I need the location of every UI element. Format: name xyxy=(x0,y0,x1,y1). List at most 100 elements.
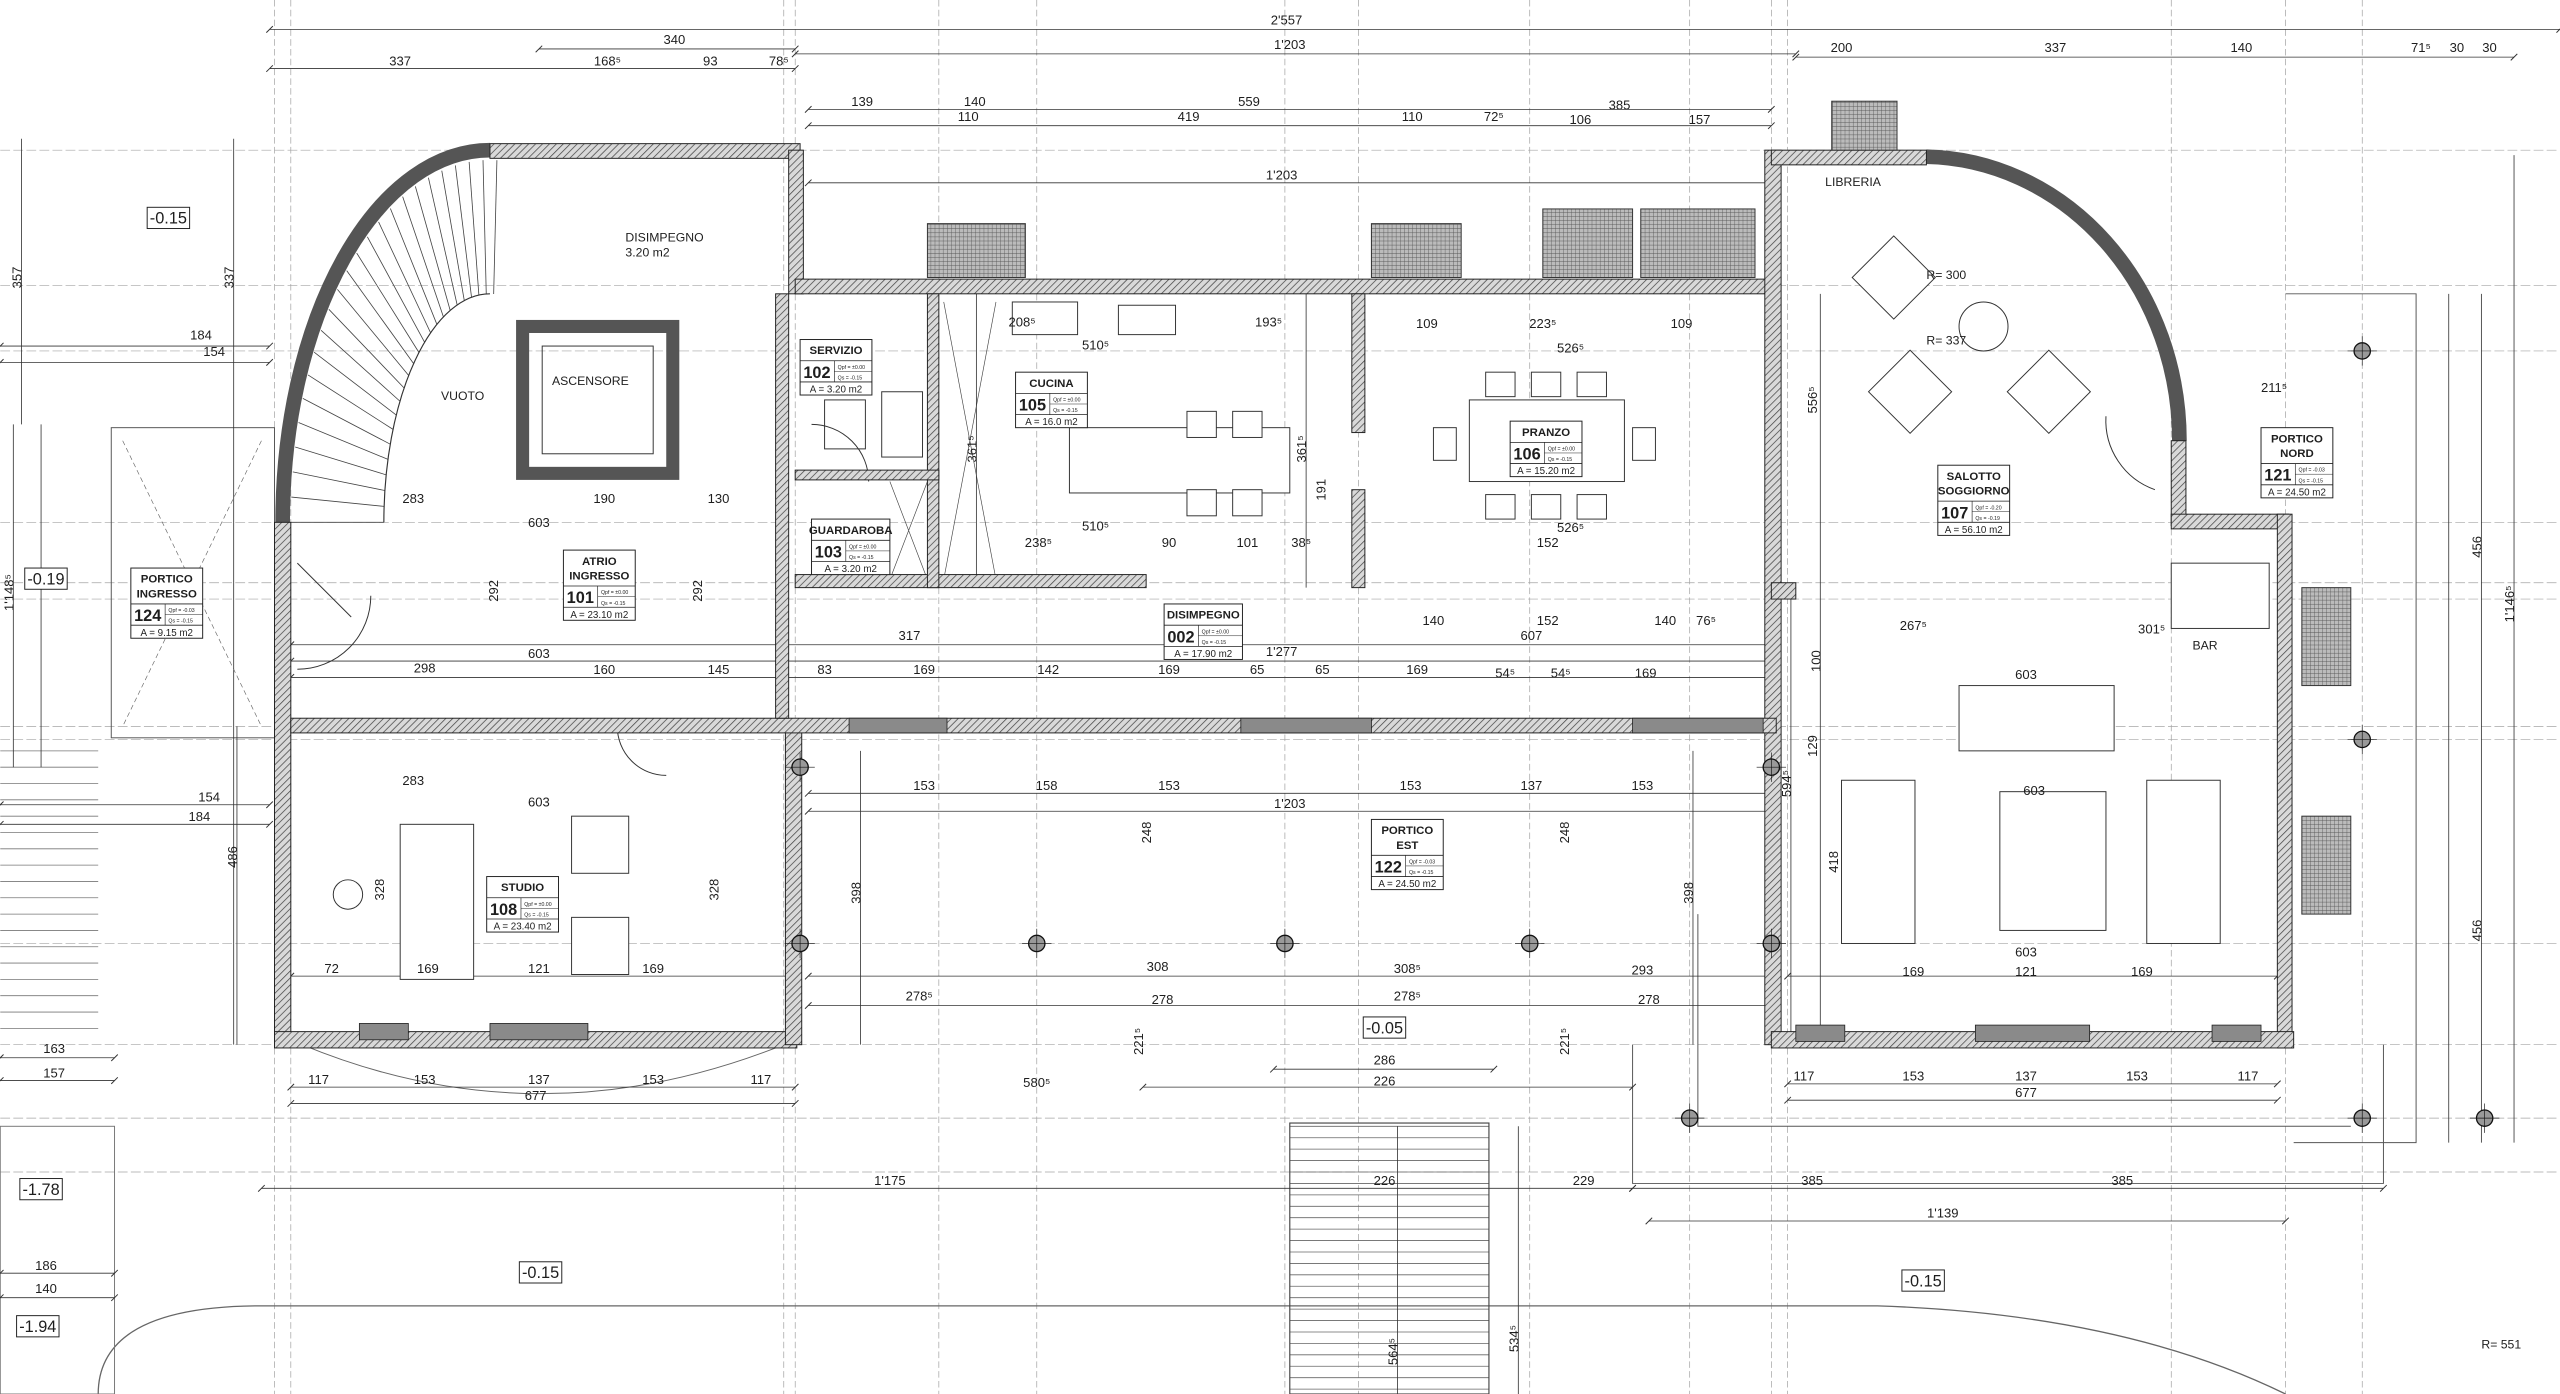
dining-chair xyxy=(1530,494,1562,520)
dimension-value: 221⁵ xyxy=(1557,1028,1572,1055)
column-icon xyxy=(1022,928,1052,959)
level-marker: -0.19 xyxy=(24,567,68,590)
pantry-cross xyxy=(889,301,997,580)
dimension-value: 293 xyxy=(1631,962,1653,977)
dimension-value: 106 xyxy=(1569,112,1591,127)
dimension-value: 109 xyxy=(1671,316,1693,331)
dimension-tick xyxy=(2379,1184,2388,1192)
dimension-value: 278⁵ xyxy=(906,989,933,1004)
dimension-value: 398 xyxy=(1681,882,1696,904)
room-number: 124 xyxy=(134,607,161,625)
dining-chair xyxy=(1485,371,1516,398)
room-name: SOGGIORNO xyxy=(1938,486,2010,498)
dimension-value: 158 xyxy=(1036,778,1058,793)
window-opening xyxy=(358,1023,409,1041)
dimension-value: 130 xyxy=(708,491,730,506)
dimension-value: 140 xyxy=(964,94,986,109)
dimension-tick xyxy=(0,1054,4,1059)
room-floor-level: Qpf = ±0.00 xyxy=(1053,398,1080,404)
dimension-tick xyxy=(2273,1096,2281,1104)
elevator-label: ASCENSORE xyxy=(552,374,629,388)
room-area: A = 56.10 m2 xyxy=(1945,525,2003,536)
bar-counter xyxy=(2170,562,2270,629)
dimension-tick xyxy=(1792,53,1800,61)
dimension-tick xyxy=(110,1269,119,1277)
dining-chair xyxy=(1485,494,1516,520)
stair-tread xyxy=(291,496,385,507)
dimension-value: 456 xyxy=(2469,536,2484,558)
dimension-value: 152 xyxy=(1537,535,1559,550)
dimension-value: 1'175 xyxy=(874,1173,906,1188)
dimension-value: 100 xyxy=(1808,650,1823,672)
dimension-tick xyxy=(2281,1217,2290,1225)
room-number: 107 xyxy=(1941,504,1968,522)
room-floor-level: Qpf = -0.03 xyxy=(2299,468,2325,474)
radius-label: R= 300 xyxy=(1926,268,1966,282)
dimension-value: 337 xyxy=(222,267,237,289)
dimension-value: 193⁵ xyxy=(1255,314,1282,329)
dimension-tick xyxy=(2273,1080,2281,1088)
dimension-value: 308⁵ xyxy=(1394,961,1421,976)
dining-chair xyxy=(1576,494,1607,520)
dimension-value: 301⁵ xyxy=(2138,621,2165,636)
dimension-value: 90 xyxy=(1162,535,1177,550)
dimension-tick xyxy=(0,358,4,364)
room-name: PORTICO xyxy=(1381,825,1433,837)
dimension-value: 72 xyxy=(324,961,339,976)
washbasin xyxy=(881,391,924,458)
dimension-value: 357 xyxy=(9,267,24,289)
stair-tread xyxy=(390,208,438,325)
level-box xyxy=(146,206,191,230)
dimension-tick xyxy=(804,179,812,187)
curved-wall-salotto xyxy=(1926,149,2187,441)
dimension-value: 169 xyxy=(913,662,935,677)
dimension-tick xyxy=(804,105,812,113)
dimension-value: 1'203 xyxy=(1274,796,1306,811)
dimension-value: 1'277 xyxy=(1266,644,1298,659)
armchair xyxy=(1867,349,1953,435)
dimension-tick xyxy=(1628,1184,1637,1192)
sofa xyxy=(2146,779,2221,944)
stair-tread xyxy=(441,170,465,301)
room-name: PORTICO xyxy=(2271,433,2323,445)
dimension-value: 153 xyxy=(1158,778,1180,793)
dimension-value: 1'203 xyxy=(1274,37,1306,52)
terrace-inner-outline xyxy=(1697,914,2351,1127)
dimension-tick xyxy=(0,801,4,806)
room-floor-level: Qpf = -0.03 xyxy=(1409,859,1435,865)
level-box xyxy=(16,1315,60,1338)
dimension-value: 328 xyxy=(706,879,721,901)
wall xyxy=(489,143,801,159)
dimension-value: 121 xyxy=(528,961,550,976)
room-label-box xyxy=(1937,464,2011,536)
dimension-value: 153 xyxy=(414,1072,436,1087)
room-label-box xyxy=(2260,427,2334,499)
level-marker: -0.15 xyxy=(146,206,191,230)
room-name: DISIMPEGNO xyxy=(1167,610,1240,622)
dimension-value: 30 xyxy=(2450,40,2465,55)
dimension-value: 169 xyxy=(1406,662,1428,677)
dimension-value: 248 xyxy=(1557,822,1572,844)
dimension-tick xyxy=(1784,972,1792,980)
wall xyxy=(1770,149,1927,166)
room-floor-level: Qpf = ±0.00 xyxy=(524,902,551,908)
dimension-value: 677 xyxy=(525,1088,547,1103)
dimension-value: 317 xyxy=(899,628,921,643)
dimension-tick xyxy=(791,1099,799,1108)
dimension-value: 72⁵ xyxy=(1484,109,1504,124)
dimension-value: 145 xyxy=(708,662,730,677)
dimension-value: 153 xyxy=(913,778,935,793)
room-ceiling-level: Qs = -0.15 xyxy=(1053,408,1078,414)
window-grille xyxy=(1640,208,1756,278)
stair-tread xyxy=(337,289,409,376)
room-label-box xyxy=(799,339,873,396)
dimension-tick xyxy=(110,1076,119,1085)
dimension-tick xyxy=(1784,1080,1792,1088)
room-number: 108 xyxy=(490,901,517,919)
dimension-value: 361⁵ xyxy=(964,435,979,462)
dimension-value: 65 xyxy=(1315,662,1330,677)
room-number: 122 xyxy=(1375,858,1402,876)
dimension-tick xyxy=(791,50,799,58)
dimension-value: 603 xyxy=(528,794,550,809)
